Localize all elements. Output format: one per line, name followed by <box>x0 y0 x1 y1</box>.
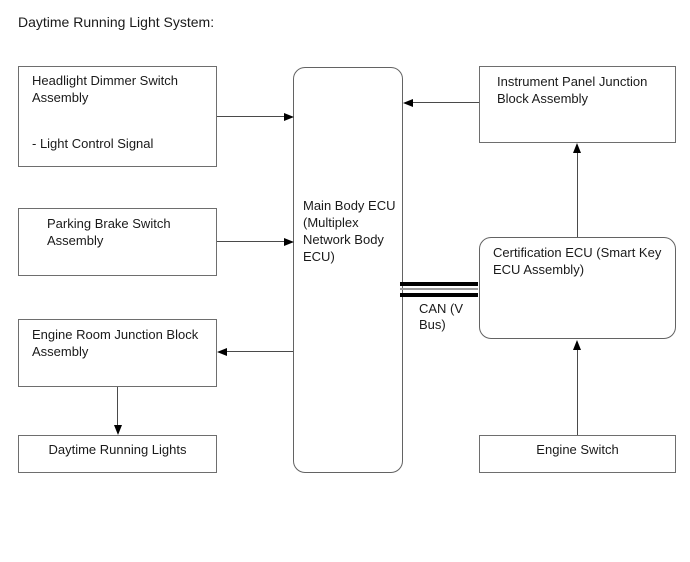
node-engine-room-junction-block: Engine Room Junction Block Assembly <box>18 319 217 387</box>
arrowhead-up-icon <box>573 143 581 153</box>
node-label: Main Body ECU (Multiplex Network Body EC… <box>303 198 396 264</box>
node-label: Instrument Panel Junction Block Assembly <box>497 74 648 106</box>
node-main-body-ecu: Main Body ECU (Multiplex Network Body EC… <box>293 67 403 473</box>
node-engine-switch: Engine Switch <box>479 435 676 473</box>
node-label: Parking Brake Switch Assembly <box>47 216 171 248</box>
connector-headlight-to-ecu <box>217 116 285 117</box>
diagram-title: Daytime Running Light System: <box>18 14 215 30</box>
arrowhead-left-icon <box>217 348 227 356</box>
connector-parking-to-ecu <box>217 241 285 242</box>
connector-certification-to-instrument <box>577 153 578 237</box>
can-bus-bar-top <box>400 282 478 286</box>
arrowhead-right-icon <box>284 238 294 246</box>
connector-engine-room-to-drl <box>117 387 118 426</box>
node-signal-label: - Light Control Signal <box>32 136 154 151</box>
node-instrument-panel-junction-block: Instrument Panel Junction Block Assembly <box>479 66 676 143</box>
can-bus-bar-middle <box>400 288 478 290</box>
node-parking-brake-switch: Parking Brake Switch Assembly <box>18 208 217 276</box>
connector-ecu-to-engine-room <box>227 351 293 352</box>
node-headlight-dimmer-switch: Headlight Dimmer Switch Assembly - Light… <box>18 66 217 167</box>
node-label: Headlight Dimmer Switch Assembly <box>32 73 178 105</box>
node-label: Certification ECU (Smart Key ECU Assembl… <box>493 245 662 277</box>
arrowhead-left-icon <box>403 99 413 107</box>
arrowhead-up-icon <box>573 340 581 350</box>
node-label: Engine Switch <box>536 442 619 457</box>
node-label: Engine Room Junction Block Assembly <box>32 327 199 359</box>
can-bus-label: CAN (V Bus) <box>419 301 464 332</box>
connector-engine-switch-to-certification <box>577 350 578 435</box>
connector-instrument-to-ecu <box>413 102 479 103</box>
node-certification-ecu: Certification ECU (Smart Key ECU Assembl… <box>479 237 676 339</box>
node-label: Daytime Running Lights <box>48 442 187 457</box>
node-daytime-running-lights: Daytime Running Lights <box>18 435 217 473</box>
arrowhead-down-icon <box>114 425 122 435</box>
can-bus-bar-bottom <box>400 293 478 297</box>
arrowhead-right-icon <box>284 113 294 121</box>
